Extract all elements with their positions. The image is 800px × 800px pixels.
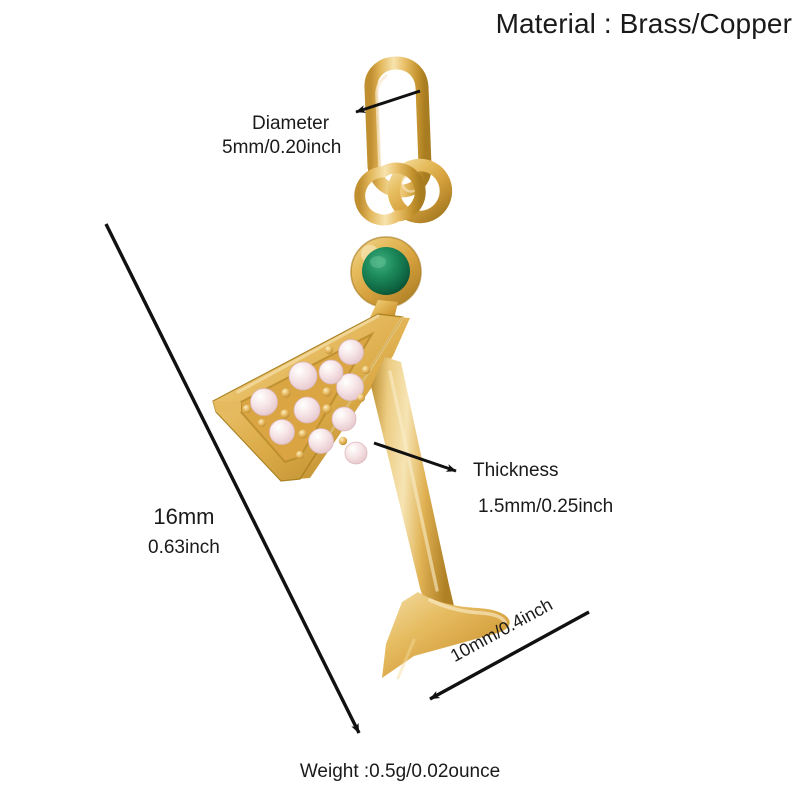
prong-beads xyxy=(242,345,371,459)
green-gemstone-bezel xyxy=(350,236,422,308)
annotation-lines xyxy=(104,89,590,734)
pave-stones xyxy=(242,339,371,465)
diameter-title: Diameter xyxy=(252,113,330,134)
length-value-inch: 0.63inch xyxy=(148,537,220,559)
thickness-arrow xyxy=(373,441,457,473)
length-measure-line xyxy=(104,223,361,734)
round-link-ring xyxy=(354,158,453,226)
thickness-annotation: Thickness 1.5mm/0.25inch xyxy=(473,459,613,520)
thickness-title: Thickness xyxy=(473,460,559,481)
green-gemstone xyxy=(362,247,410,295)
stem xyxy=(371,357,455,614)
diameter-annotation: Diameter 5mm/0.20inch xyxy=(222,112,341,161)
oval-jump-ring xyxy=(364,56,432,198)
length-value-mm: 16mm xyxy=(153,504,215,529)
diameter-arrow xyxy=(355,89,421,114)
width-measure-line xyxy=(429,610,590,701)
weight-annotation: Weight :0.5g/0.02ounce xyxy=(299,761,501,782)
thickness-value: 1.5mm/0.25inch xyxy=(478,496,614,518)
material-label: Material : Brass/Copper xyxy=(495,8,792,39)
foot-base xyxy=(382,592,510,680)
length-annotation: 16mm 0.63inch xyxy=(148,503,220,560)
charm-body xyxy=(212,56,510,680)
diameter-value: 5mm/0.20inch xyxy=(222,137,342,159)
